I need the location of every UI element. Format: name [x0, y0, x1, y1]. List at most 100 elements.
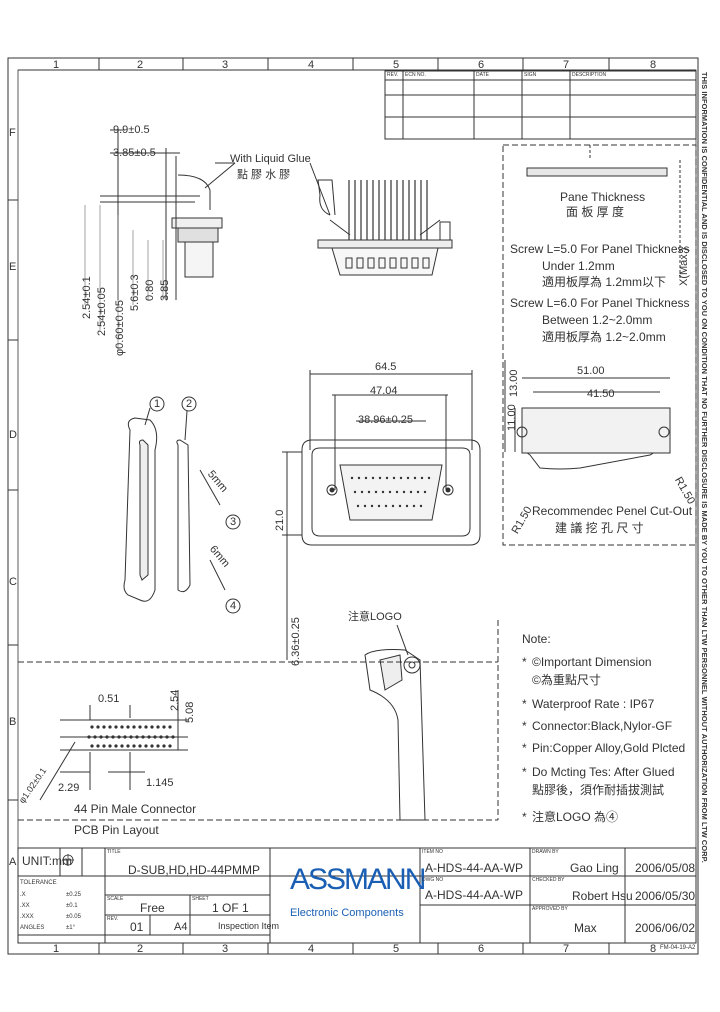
dim-vert-4: 5.6±0.3 — [129, 274, 141, 311]
dwg-no-label: DWG NO — [422, 877, 444, 883]
tolerance-angles-value: ±1° — [66, 925, 76, 931]
screw2-sub: Between 1.2~2.0mm — [542, 313, 653, 327]
checked-date: 2006/05/30 — [635, 889, 696, 903]
note-item-4: Pin:Copper Alloy,Gold Plcted — [532, 741, 686, 755]
approved-date: 2006/06/02 — [635, 921, 696, 935]
note-item-1: ©Important Dimension — [532, 655, 652, 669]
rev-header-date: DATE — [476, 72, 489, 78]
col-label-7-bottom: 7 — [563, 943, 570, 955]
screw2-zh: 適用板厚為 1.2~2.0mm — [542, 330, 666, 344]
rev-header-sign: SIGN — [524, 72, 537, 78]
form-number: FM-04-19-A2 — [660, 945, 696, 951]
tolerance-label: TOLERANCE — [20, 880, 57, 886]
confidential-notice: THIS INFORMATION IS CONFIDENTIAL AND IS … — [700, 72, 709, 863]
dim-top-b: 3.85±0.5 — [113, 147, 156, 159]
callout-3: 3 — [230, 516, 237, 528]
row-label-f: F — [9, 127, 16, 139]
panel-title-zh: 面 板 厚 度 — [566, 205, 625, 219]
drawn-date: 2006/05/08 — [635, 861, 696, 875]
rev-value: 01 — [130, 920, 144, 934]
approved-by-value: Max — [574, 921, 597, 935]
inspection-item: Inspection Item — [218, 921, 280, 931]
dim-front-height-sub: 6.36±0.25 — [290, 617, 302, 666]
col-label-3: 3 — [222, 59, 229, 71]
pcb-v2: 5.08 — [184, 701, 196, 723]
row-label-d: D — [9, 429, 17, 441]
col-label-6: 6 — [478, 59, 485, 71]
brand-subtitle: Electronic Components — [290, 907, 404, 919]
pcb-bottom-left: 2.29 — [58, 782, 80, 794]
pcb-caption-1: 44 Pin Male Connector — [74, 802, 197, 816]
col-label-5: 5 — [393, 59, 400, 71]
row-label-c: C — [9, 576, 17, 588]
note-item-2: Waterproof Rate : IP67 — [532, 697, 655, 711]
cutout-w1: 51.00 — [577, 365, 605, 377]
checked-by-label: CHECKED BY — [532, 877, 565, 883]
dim-front-inner: 38.96±0.25 — [358, 414, 413, 426]
col-label-6-bottom: 6 — [478, 943, 485, 955]
note-bullet: * — [522, 810, 527, 824]
callout-4: 4 — [230, 600, 237, 612]
dim-top-a: 9.9±0.5 — [113, 124, 150, 136]
col-label-3-bottom: 3 — [222, 943, 229, 955]
tolerance-xxx-label: .XXX — [20, 914, 34, 920]
screw2-en: Screw L=6.0 For Panel Thickness — [510, 296, 690, 310]
cutout-h1: 13.00 — [508, 369, 520, 397]
dim-vert-1: 2.54±0.1 — [81, 276, 93, 319]
cutout-w2: 41.50 — [587, 388, 615, 400]
unit-label: UNIT:mm — [22, 854, 72, 868]
sheet-value: 1 OF 1 — [212, 901, 249, 915]
brand-logo: ASSMANN — [290, 863, 426, 896]
col-label-1-bottom: 1 — [53, 943, 60, 955]
pcb-pitch: 0.51 — [98, 693, 120, 705]
screw1-zh: 適用板厚為 1.2mm以下 — [542, 275, 667, 289]
notes-heading: Note: — [522, 632, 551, 646]
pcb-bottom-right: 1.145 — [146, 777, 174, 789]
callout-2: 2 — [186, 398, 193, 410]
callout-1: 1 — [154, 398, 161, 410]
item-no-label: ITEM NO — [422, 849, 443, 855]
drawn-by-label: DRAWN BY — [532, 849, 559, 855]
row-label-a: A — [9, 856, 17, 868]
col-label-4-bottom: 4 — [308, 943, 315, 955]
drawing-title: D-SUB,HD,HD-44PMMP — [128, 863, 261, 877]
col-label-8-bottom: 8 — [650, 943, 657, 955]
dim-vert-2: 2.54±0.05 — [96, 287, 108, 336]
note-item-5: Do Mcting Tes: After Glued — [532, 765, 675, 779]
tolerance-x-label: .X — [20, 892, 26, 898]
col-label-5-bottom: 5 — [393, 943, 400, 955]
note-bullet: * — [522, 719, 527, 733]
col-label-8: 8 — [650, 59, 657, 71]
drawn-by-value: Gao Ling — [570, 861, 619, 875]
dim-front-mid: 47.04 — [370, 385, 398, 397]
rev-header-description: DESCRIPTION — [572, 72, 607, 78]
pcb-caption-2: PCB Pin Layout — [74, 823, 159, 837]
col-label-4: 4 — [308, 59, 315, 71]
rev-header-ecn: ECN NO. — [405, 72, 426, 78]
panel-title-en: Pane Thickness — [560, 190, 646, 204]
size-value: A4 — [174, 921, 188, 933]
note-item-6: 注意LOGO 為④ — [532, 810, 619, 824]
glue-note-en: With Liquid Glue — [230, 153, 311, 165]
col-label-1: 1 — [53, 59, 60, 71]
cutout-caption-en: Recommendec Penel Cut-Out — [532, 504, 693, 518]
note-bullet: * — [522, 741, 527, 755]
dwg-no-value: A-HDS-44-AA-WP — [425, 888, 524, 902]
logo-view-label: 注意LOGO — [348, 611, 402, 623]
checked-by-value: Robert Hsu — [572, 889, 633, 903]
item-no-value: A-HDS-44-AA-WP — [425, 861, 524, 875]
title-label: TITLE — [107, 849, 121, 855]
dim-vert-3: φ0.60±0.05 — [114, 300, 126, 356]
dim-front-height: 21.0 — [274, 509, 286, 531]
col-label-2-bottom: 2 — [137, 943, 144, 955]
screw1-sub: Under 1.2mm — [542, 259, 615, 273]
note-bullet: * — [522, 655, 527, 669]
note-item-5-zh: 點膠後，須作耐插拔測試 — [532, 783, 665, 797]
pcb-v1: 2.54 — [169, 689, 181, 711]
dim-front-outer: 64.5 — [375, 361, 397, 373]
screw1-en: Screw L=5.0 For Panel Thickness — [510, 242, 690, 256]
dim-vert-5: 0.80 — [144, 279, 156, 301]
tolerance-angles-label: ANGLES — [20, 925, 45, 931]
